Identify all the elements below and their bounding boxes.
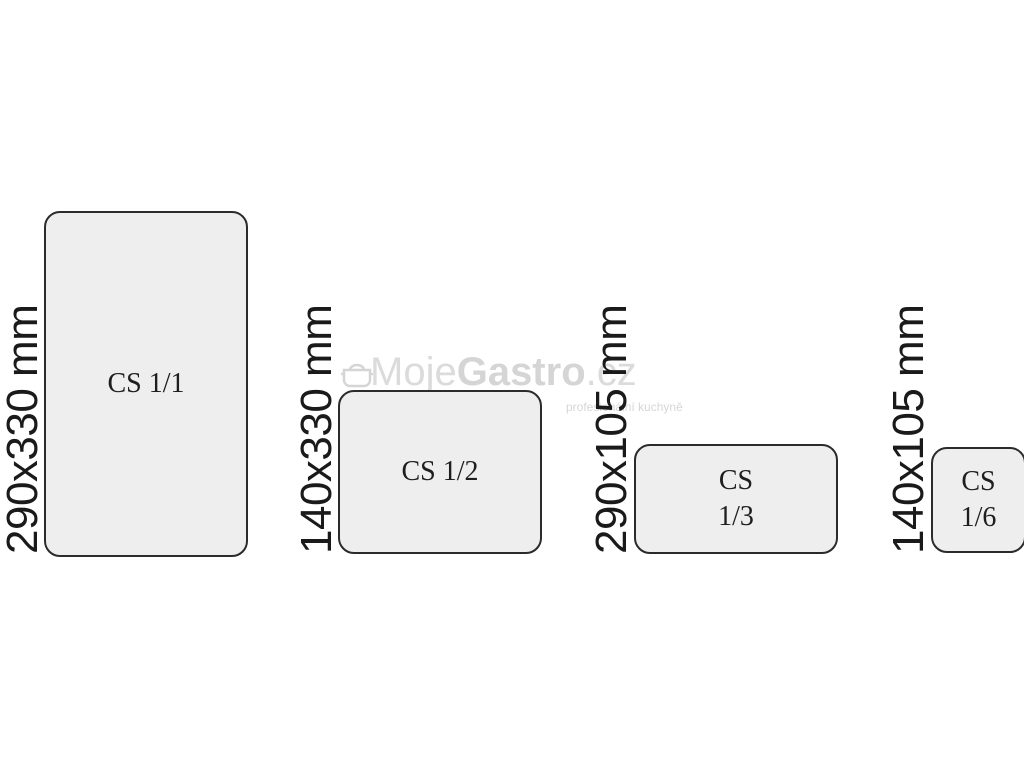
container-label: CS 1/6: [960, 465, 997, 533]
dimension-label-cs-1-6: 140x105 mm: [884, 304, 933, 554]
container-card-cs-1-1: CS 1/1: [44, 211, 248, 557]
container-card-cs-1-6: CS 1/6: [931, 447, 1024, 553]
container-label: CS 1/1: [107, 367, 185, 399]
dimension-label-cs-1-1: 290x330 mm: [0, 304, 47, 554]
dimension-label-cs-1-2: 140x330 mm: [292, 304, 341, 554]
container-card-cs-1-2: CS 1/2: [338, 390, 542, 554]
container-card-cs-1-3: CS 1/3: [634, 444, 838, 554]
dimension-label-cs-1-3: 290x105 mm: [587, 304, 636, 554]
container-label: CS 1/2: [401, 455, 479, 487]
cooking-pot-icon: [341, 363, 373, 388]
container-label: CS 1/3: [718, 464, 754, 532]
